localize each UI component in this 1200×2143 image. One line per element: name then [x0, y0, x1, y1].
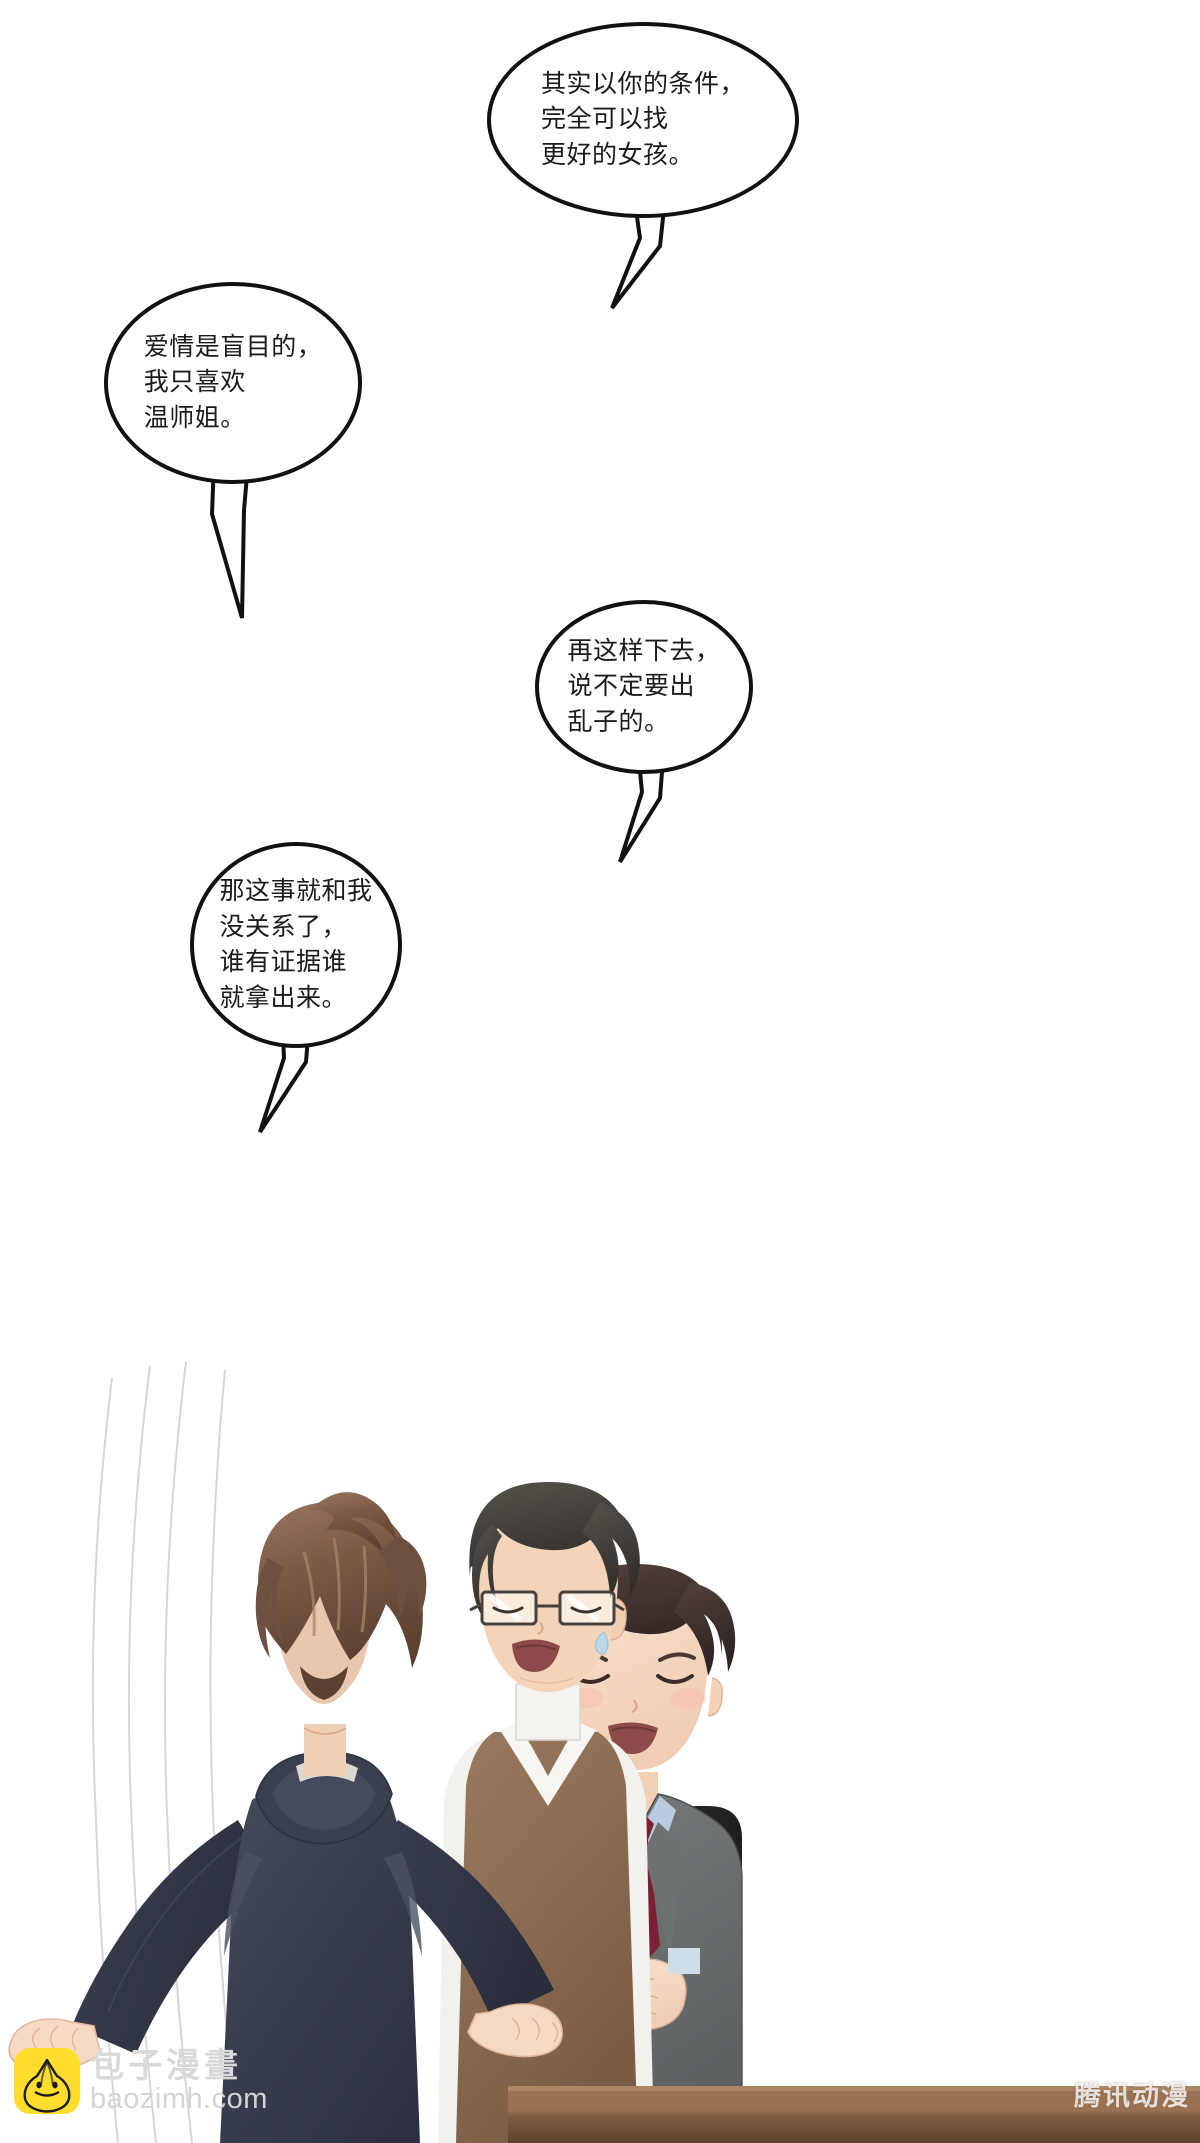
baozi-bun-logo-icon: [14, 2048, 80, 2114]
speech-bubble-4: 那这事就和我 没关系了， 谁有证据谁 就拿出来。: [190, 842, 402, 1048]
protagonist-back-view: [8, 1492, 563, 2143]
speech-bubble-1-text: 其实以你的条件， 完全可以找 更好的女孩。: [540, 69, 745, 169]
speech-bubble-3: 再这样下去， 说不定要出 乱子的。: [535, 600, 753, 774]
site-watermark: 包子漫畫 baozimh.com: [14, 2048, 268, 2114]
comic-artwork: [8, 1361, 1200, 2143]
watermark-chinese-label: 包子漫畫: [90, 2046, 242, 2085]
publisher-watermark: 腾讯动漫: [1074, 2081, 1190, 2111]
turtleneck: [515, 1683, 581, 1741]
mouth: [608, 1722, 658, 1754]
sweat-drop: [595, 1631, 609, 1655]
hoodie-body: [220, 1774, 420, 2143]
watermark-url-label: baozimh.com: [90, 2082, 268, 2115]
neck: [304, 1724, 346, 1776]
speech-bubble-4-text: 那这事就和我 没关系了， 谁有证据谁 就拿出来。: [219, 877, 373, 1012]
left-sleeve: [72, 1820, 274, 2054]
speech-bubble-3-text: 再这样下去， 说不定要出 乱子的。: [567, 636, 721, 736]
speech-bubble-2: 爱情是盲目的， 我只喜欢 温师姐。: [104, 282, 362, 484]
desk: [508, 2086, 1200, 2143]
right-sleeve: [372, 1820, 554, 2020]
right-hand: [467, 2003, 563, 2058]
glasses-icon: [469, 1590, 625, 1626]
face: [478, 1498, 618, 1692]
speech-bubble-2-text: 爱情是盲目的， 我只喜欢 温师姐。: [143, 332, 323, 432]
hair: [469, 1482, 633, 1578]
speech-bubble-1: 其实以你的条件， 完全可以找 更好的女孩。: [487, 22, 799, 218]
watermark-text-block: 包子漫畫 baozimh.com: [90, 2049, 268, 2114]
